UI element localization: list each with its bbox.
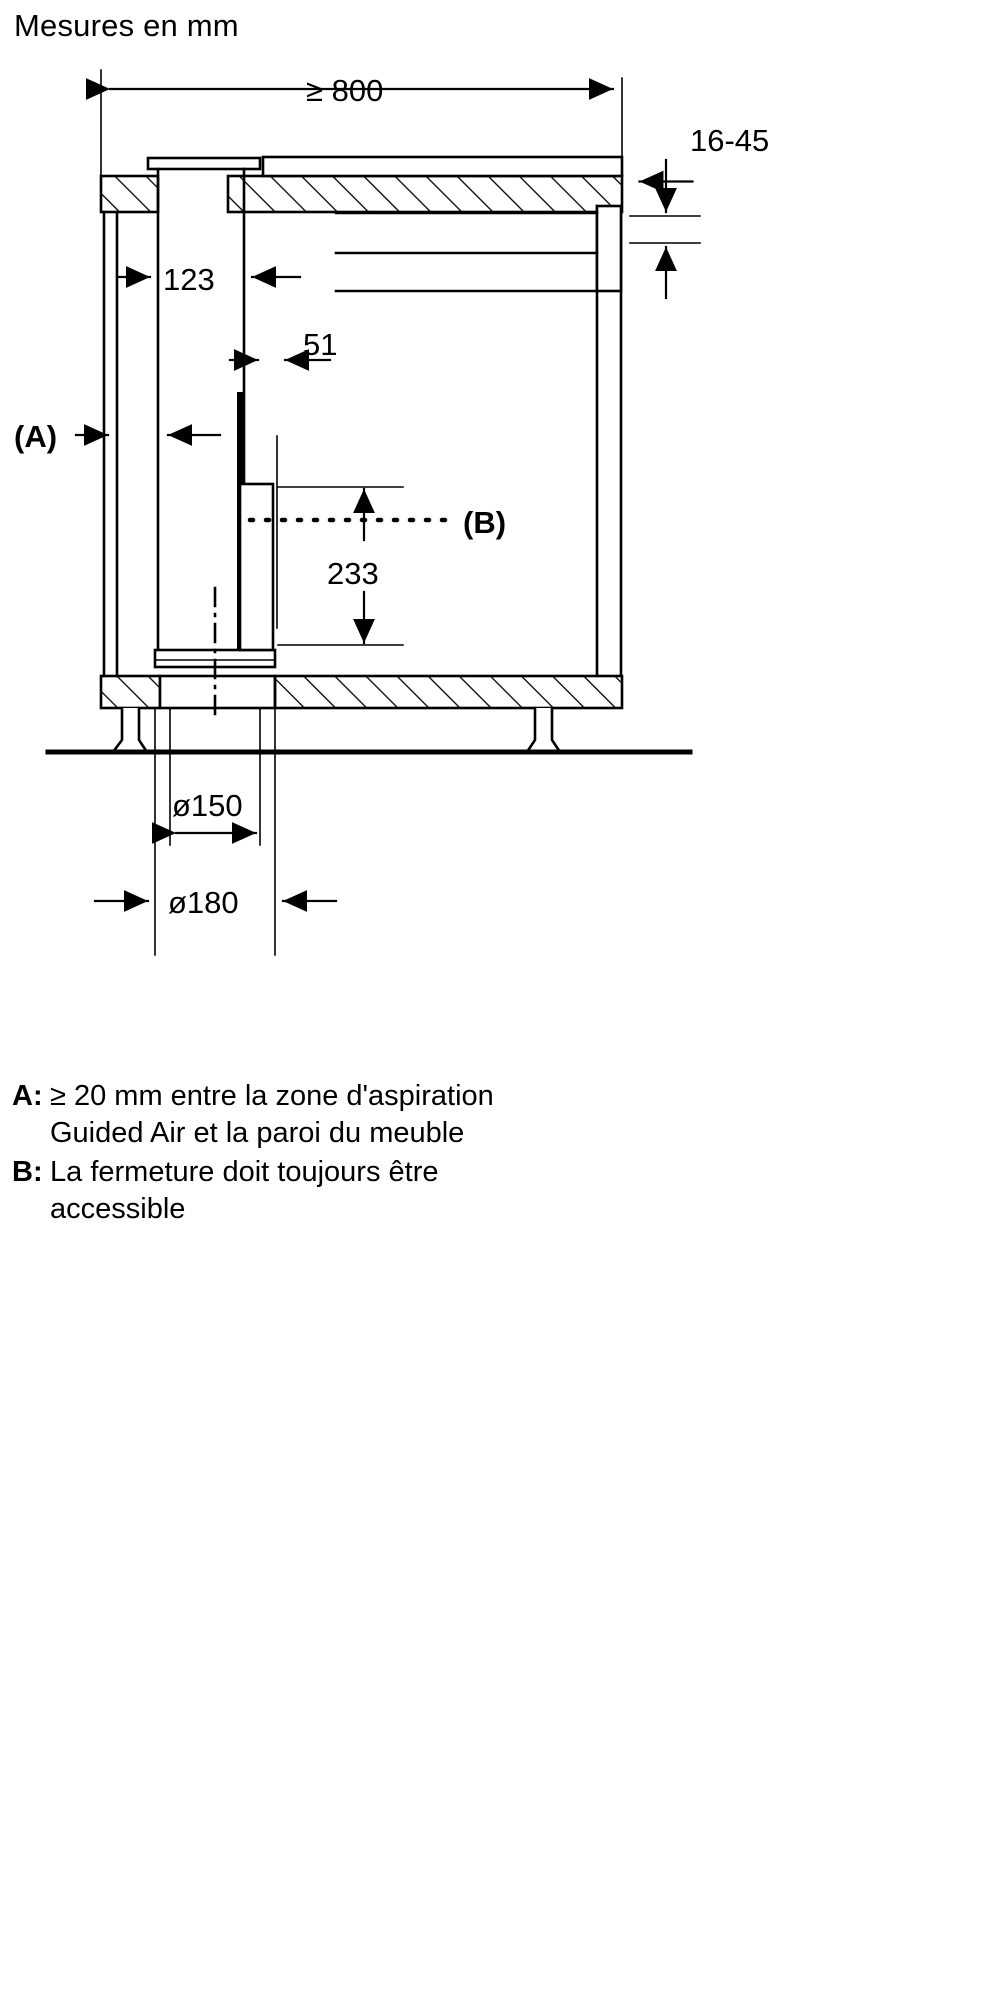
callout-label-b: (B) bbox=[463, 505, 506, 540]
dimension-label-height-233: 233 bbox=[327, 556, 379, 591]
dimension-label-diameter-180: ø180 bbox=[168, 885, 239, 920]
legend-item-a: A: ≥ 20 mm entre la zone d'aspiration Gu… bbox=[12, 1078, 712, 1152]
cabinet-top-right-section bbox=[226, 155, 624, 214]
dimension-offset-51 bbox=[228, 349, 332, 629]
dimension-height-233 bbox=[277, 486, 404, 646]
dimension-panel-height bbox=[629, 158, 701, 300]
legend-key-b: B: bbox=[12, 1156, 43, 1188]
dimension-label-diameter-150: ø150 bbox=[172, 788, 243, 823]
plinth-legs bbox=[110, 706, 563, 754]
legend-key-a: A: bbox=[12, 1080, 43, 1112]
dimension-label-offset-51: 51 bbox=[303, 327, 337, 362]
cabinet-base-panel bbox=[99, 674, 624, 710]
legend-text-b: La fermeture doit toujours être accessib… bbox=[50, 1156, 439, 1225]
cabinet-right-panel bbox=[595, 204, 623, 678]
legend-item-b: B: La fermeture doit toujours être acces… bbox=[12, 1154, 712, 1228]
cabinet-top-left-section bbox=[99, 174, 160, 214]
closure-box bbox=[238, 482, 275, 652]
installation-drawing: ≥ 800 16-45 123 51 233 ø150 ø180 (A) (B) bbox=[14, 69, 769, 956]
dimension-label-panel-height: 16-45 bbox=[690, 123, 769, 158]
legend-text-a: ≥ 20 mm entre la zone d'aspiration Guide… bbox=[50, 1080, 494, 1149]
callout-label-a: (A) bbox=[14, 419, 57, 454]
dimension-label-width-min: ≥ 800 bbox=[306, 73, 383, 108]
legend: A: ≥ 20 mm entre la zone d'aspiration Gu… bbox=[12, 1078, 712, 1230]
cabinet-internal-shelves bbox=[334, 211, 599, 293]
dimension-label-duct-width: 123 bbox=[163, 262, 215, 297]
page-title: Mesures en mm bbox=[14, 8, 239, 43]
cabinet-left-panel bbox=[102, 210, 119, 678]
